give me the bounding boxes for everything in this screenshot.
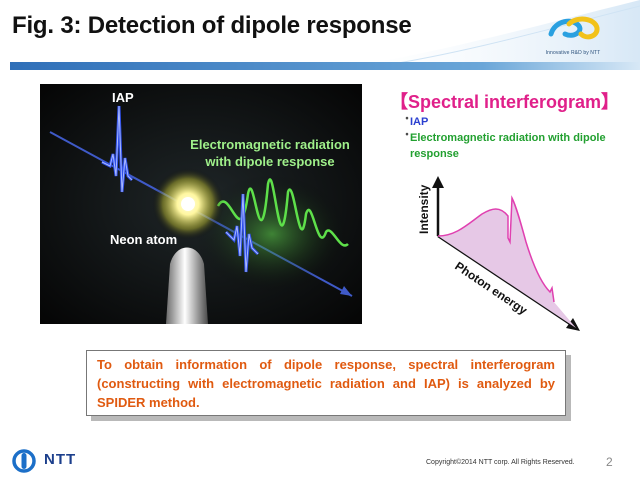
em-radiation-line1: Electromagnetic radiation: [190, 137, 350, 152]
spectral-interferogram-title: 【Spectral interferogram】: [390, 92, 620, 112]
legend-item-iap: ・ IAP: [402, 114, 612, 130]
neon-atom-label: Neon atom: [110, 232, 178, 247]
copyright-text: Copyright©2014 NTT corp. All Rights Rese…: [426, 459, 575, 466]
y-axis-label: Intensity: [417, 184, 431, 234]
page-number: 2: [606, 455, 613, 469]
header-band: [10, 0, 640, 70]
legend-text-em: Electromagnetic radiation with dipole re…: [410, 132, 606, 160]
dipole-figure: IAP Electromagnetic radiation with dipol…: [40, 84, 362, 324]
innovative-logo: Innovative R&D by NTT: [528, 10, 618, 58]
legend-text-iap: IAP: [410, 116, 429, 128]
dipole-illustration: [40, 84, 362, 324]
slide-title: Fig. 3: Detection of dipole response: [12, 12, 412, 39]
interferogram-legend: ・ IAP ・ Electromagnetic radiation with d…: [402, 114, 612, 162]
swirl-logo-icon: [548, 16, 600, 40]
legend-bullet: ・: [402, 114, 412, 125]
legend-item-em: ・ Electromagnetic radiation with dipole …: [402, 130, 612, 162]
logo-caption: Innovative R&D by NTT: [545, 50, 601, 56]
ntt-logo-icon: [12, 449, 36, 473]
legend-bullet: ・: [402, 130, 412, 141]
iap-label: IAP: [112, 90, 134, 105]
summary-textbox: To obtain information of dipole response…: [86, 350, 566, 416]
ntt-logo: NTT: [12, 449, 82, 473]
interferogram-graph: Intensity Photon energy: [417, 176, 580, 331]
em-radiation-line2: with dipole response: [205, 154, 335, 169]
em-radiation-label: Electromagnetic radiation with dipole re…: [182, 136, 358, 170]
ntt-brand-text: NTT: [44, 451, 77, 468]
